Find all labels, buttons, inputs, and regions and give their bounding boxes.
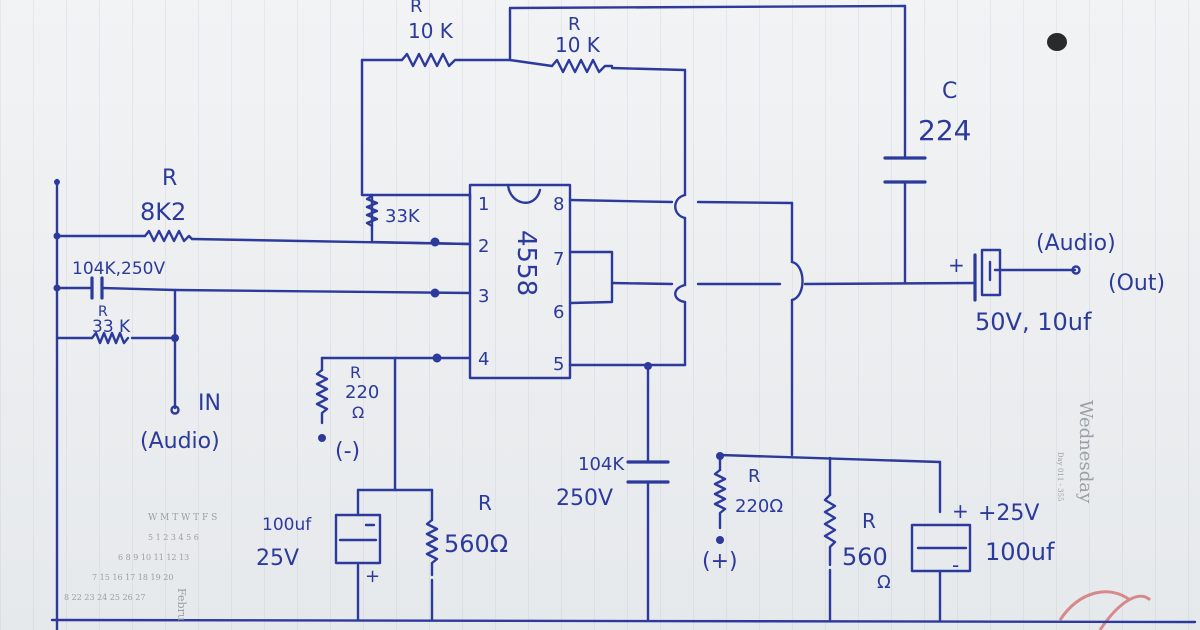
ic-pin-7: 7: [553, 249, 564, 270]
resistor-220-plus-designator: R: [748, 466, 761, 487]
calendar-month: Febru: [175, 588, 188, 621]
resistor-220-plus-value: 220Ω: [735, 496, 783, 517]
capacitor-mid-value: 104K: [578, 454, 625, 475]
resistor-33k-bias-value: 33 K: [92, 317, 131, 337]
resistor-top-right-value: 10 K: [555, 33, 601, 57]
terminal-minus: (-): [318, 434, 360, 464]
terminal-plus-label: (+): [702, 549, 738, 574]
resistor-560-right-value: 560: [842, 543, 888, 571]
resistor-220-minus: R 220 Ω: [315, 363, 379, 425]
resistor-560-right-designator: R: [862, 509, 876, 533]
resistor-220-minus-designator: R: [350, 363, 361, 382]
resistor-top-left-designator: R: [410, 0, 423, 17]
resistor-33k-bias-designator: R: [98, 304, 108, 320]
resistor-560-left-designator: R: [478, 491, 492, 515]
ic-pin-5: 5: [553, 354, 564, 375]
terminal-output-sub: (Out): [1108, 271, 1165, 296]
calendar-row-2: 6 8 9 10 11 12 13: [118, 553, 189, 562]
capacitor-output-plus: +: [948, 253, 965, 277]
printed-day-header: Wednesday Day 011 - 355: [1056, 400, 1096, 504]
resistor-8k2-designator: R: [162, 166, 177, 191]
ic-pin-2: 2: [478, 236, 489, 257]
day-sub: Day 011 - 355: [1056, 452, 1064, 502]
capacitor-electrolytic-right: + - +25V 100uf: [910, 499, 1055, 577]
ic-pin-1: 1: [478, 194, 489, 215]
calendar-row-1: 5 1 2 3 4 5 6: [148, 533, 199, 542]
terminal-input-label: IN: [198, 391, 221, 416]
calendar-weekdays: W M T W T F S: [148, 513, 217, 523]
capacitor-right-minus: -: [952, 553, 959, 577]
capacitor-output: + 50V, 10uf: [948, 248, 1092, 336]
resistor-220-minus-value: 220: [345, 382, 379, 403]
ic-pin-4: 4: [478, 349, 489, 370]
resistor-top-right: R 10 K: [550, 14, 614, 74]
capacitor-right-value: 100uf: [985, 538, 1055, 566]
resistor-560-left: R 560Ω: [425, 491, 508, 577]
resistor-33k-feedback: 33K: [365, 194, 421, 228]
resistor-33k-bias: R 33 K: [90, 304, 131, 345]
terminal-output: (Audio) (Out): [1036, 231, 1165, 296]
capacitor-left-rating: 25V: [256, 546, 299, 571]
terminal-minus-label: (-): [335, 439, 360, 464]
capacitor-left-plus: +: [365, 566, 380, 587]
terminal-plus: (+): [702, 536, 738, 574]
resistor-top-left: R 10 K: [400, 0, 462, 68]
capacitor-electrolytic-left: 100uf 25V +: [256, 513, 382, 587]
capacitor-mid-rating: 250V: [556, 486, 613, 511]
resistor-top-right-designator: R: [568, 14, 581, 35]
ic-pin-6: 6: [553, 302, 564, 323]
resistor-33k-value: 33K: [385, 206, 421, 227]
resistor-560-right-unit: Ω: [877, 572, 891, 593]
capacitor-left-value: 100uf: [262, 515, 312, 535]
terminal-input: IN (Audio): [140, 391, 221, 454]
resistor-560-left-value: 560Ω: [444, 530, 508, 558]
red-ink-mark: [1058, 590, 1152, 630]
resistor-220-plus: R 220Ω: [713, 466, 783, 530]
ic-pin-8: 8: [553, 194, 564, 215]
capacitor-right-rating: +25V: [978, 501, 1039, 526]
day-name: Wednesday: [1075, 400, 1096, 504]
capacitor-c224: C 224: [883, 79, 971, 184]
terminal-output-label: (Audio): [1036, 231, 1116, 256]
resistor-8k2-value: 8K2: [140, 198, 186, 226]
terminal-input-sub: (Audio): [140, 429, 220, 454]
capacitor-right-plus: +: [952, 499, 969, 523]
capacitor-output-value: 50V, 10uf: [975, 308, 1092, 336]
capacitor-mid-104k: 104K 250V: [556, 454, 670, 511]
punch-hole: [1047, 33, 1067, 51]
capacitor-c224-value: 224: [918, 114, 971, 147]
capacitor-c224-designator: C: [942, 79, 957, 104]
ic-4558: 4558 1 2 3 4 5 6 7 8: [468, 183, 572, 380]
resistor-top-left-value: 10 K: [408, 19, 454, 43]
wires: [50, 4, 1197, 630]
resistor-560-right: R 560 Ω: [823, 493, 891, 593]
capacitor-input-value: 104K,250V: [72, 259, 165, 279]
printed-calendar: W M T W T F S 5 1 2 3 4 5 6 6 8 9 10 11 …: [64, 513, 217, 621]
ic-part-number: 4558: [511, 230, 541, 296]
junction-dots: [53, 179, 724, 460]
resistor-8k2: R 8K2: [140, 166, 194, 243]
calendar-row-3: 7 15 16 17 18 19 20: [92, 573, 173, 582]
capacitor-input-104k: 104K,250V: [72, 259, 165, 300]
resistor-220-minus-unit: Ω: [352, 403, 364, 422]
ic-pin-3: 3: [478, 286, 489, 307]
calendar-row-4: 8 22 23 24 25 26 27: [64, 593, 145, 602]
